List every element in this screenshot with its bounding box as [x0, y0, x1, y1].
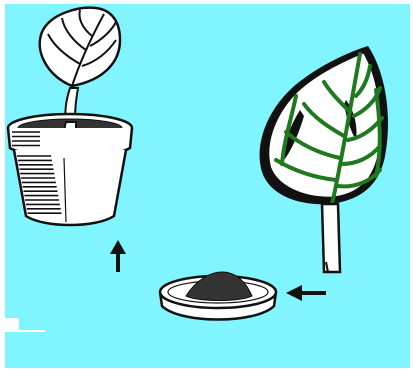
paper-smudge-line [5, 330, 45, 332]
paper-smudge [5, 318, 19, 330]
cutting-stem [322, 204, 340, 272]
